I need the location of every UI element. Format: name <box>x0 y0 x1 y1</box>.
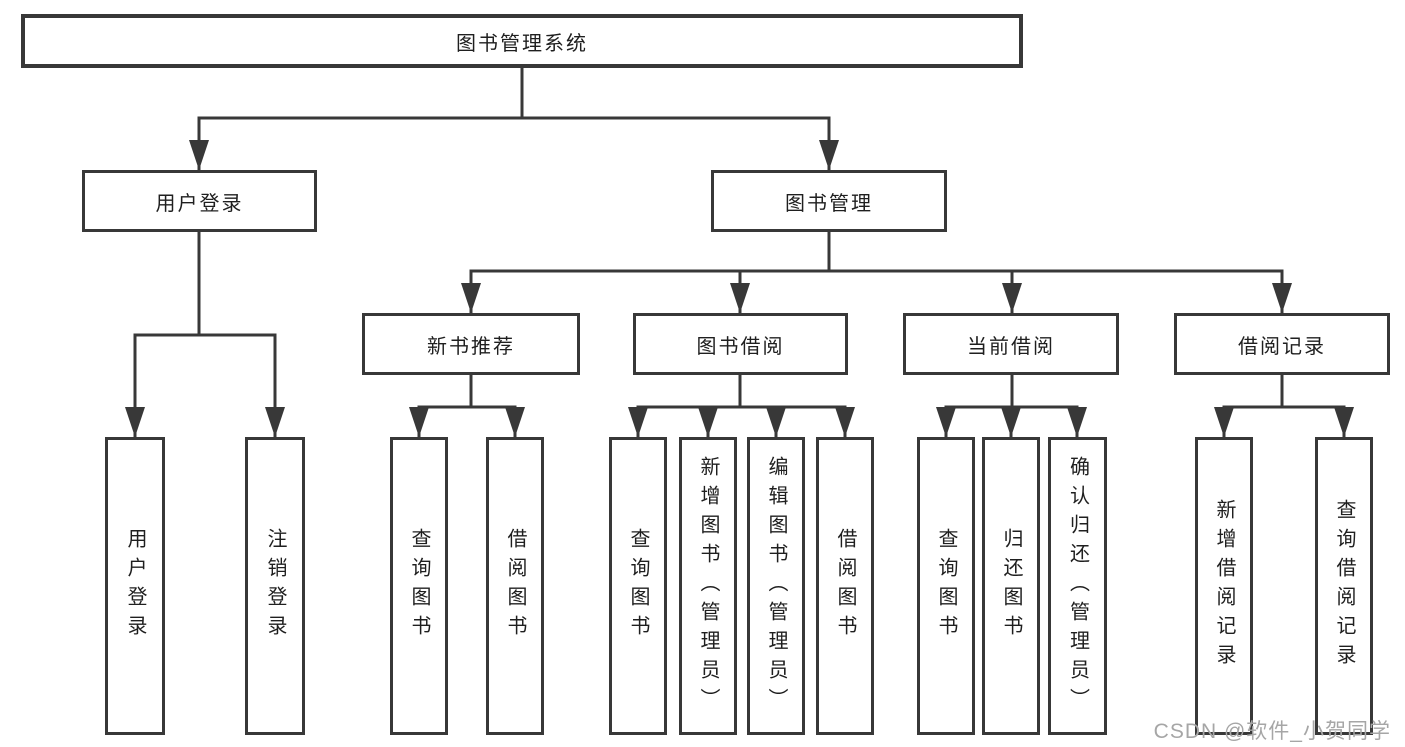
leaf-borrow-books-2: 借阅图书 <box>816 437 874 735</box>
leaf-query-books-2-label: 查询图书 <box>627 528 649 644</box>
leaf-add-books-admin: 新增图书（管理员） <box>679 437 737 735</box>
node-borrow-records: 借阅记录 <box>1174 313 1390 375</box>
node-book-borrow: 图书借阅 <box>633 313 848 375</box>
leaf-borrow-books-1: 借阅图书 <box>486 437 544 735</box>
leaf-logout-label: 注销登录 <box>264 528 286 644</box>
leaf-query-books-1-label: 查询图书 <box>408 528 430 644</box>
node-book-borrow-label: 图书借阅 <box>696 335 785 358</box>
node-root-label: 图书管理系统 <box>456 32 588 55</box>
node-user-login: 用户登录 <box>82 170 317 232</box>
leaf-query-borrow-record-label: 查询借阅记录 <box>1333 499 1355 673</box>
node-root: 图书管理系统 <box>21 14 1023 68</box>
leaf-add-books-admin-label: 新增图书（管理员） <box>697 455 719 717</box>
node-user-login-label: 用户登录 <box>155 192 244 215</box>
leaf-query-books-1: 查询图书 <box>390 437 448 735</box>
leaf-query-books-3: 查询图书 <box>917 437 975 735</box>
leaf-query-books-2: 查询图书 <box>609 437 667 735</box>
node-current-borrow-label: 当前借阅 <box>967 335 1055 358</box>
node-new-book-recommend-label: 新书推荐 <box>427 335 515 358</box>
leaf-edit-books-admin-label: 编辑图书（管理员） <box>765 455 787 717</box>
leaf-logout: 注销登录 <box>245 437 305 735</box>
node-book-management-label: 图书管理 <box>785 192 873 215</box>
leaf-query-books-3-label: 查询图书 <box>935 528 957 644</box>
leaf-edit-books-admin: 编辑图书（管理员） <box>747 437 805 735</box>
leaf-user-login: 用户登录 <box>105 437 165 735</box>
leaf-borrow-books-2-label: 借阅图书 <box>834 528 856 644</box>
leaf-query-borrow-record: 查询借阅记录 <box>1315 437 1373 735</box>
arrowhead-icons <box>125 140 1354 437</box>
leaf-user-login-label: 用户登录 <box>124 528 146 644</box>
leaf-borrow-books-1-label: 借阅图书 <box>504 528 526 644</box>
leaf-add-borrow-record: 新增借阅记录 <box>1195 437 1253 735</box>
leaf-add-borrow-record-label: 新增借阅记录 <box>1213 499 1235 673</box>
leaf-confirm-return-admin-label: 确认归还（管理员） <box>1066 455 1089 717</box>
leaf-return-books-label: 归还图书 <box>1000 528 1022 644</box>
node-new-book-recommend: 新书推荐 <box>362 313 580 375</box>
watermark: CSDN @软件_小贺同学 <box>1153 720 1391 743</box>
leaf-confirm-return-admin: 确认归还（管理员） <box>1048 437 1107 735</box>
node-current-borrow: 当前借阅 <box>903 313 1119 375</box>
node-book-management: 图书管理 <box>711 170 947 232</box>
node-borrow-records-label: 借阅记录 <box>1238 335 1326 358</box>
leaf-return-books: 归还图书 <box>982 437 1040 735</box>
